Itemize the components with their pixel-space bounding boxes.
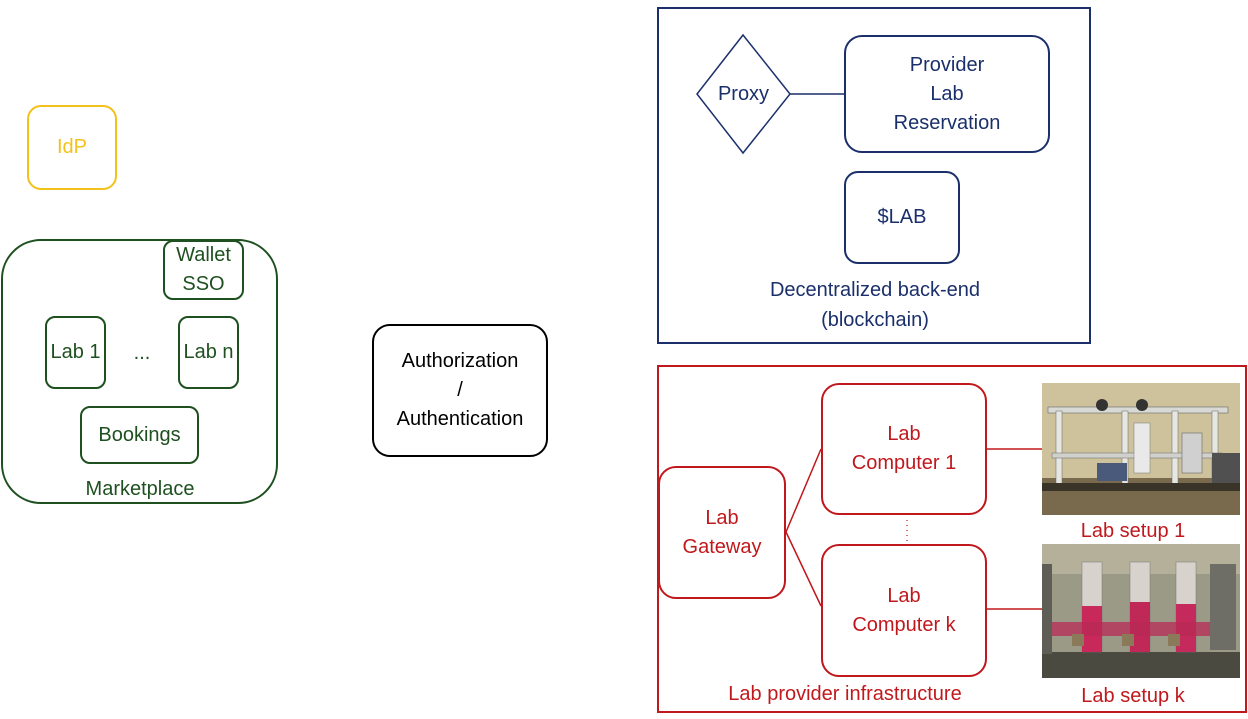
lab-gateway-box: Lab Gateway: [658, 466, 786, 599]
proxy-diamond: [696, 33, 791, 155]
lab-ellipsis-label: ...: [133, 341, 151, 364]
lab-token-label: $LAB: [877, 206, 927, 228]
marketplace-container: [1, 239, 278, 504]
idp-label: IdP: [56, 136, 88, 158]
bookings-box: Bookings: [80, 406, 199, 464]
infrastructure-caption: Lab provider infrastructure: [728, 683, 962, 705]
gateway-computerk-link: [785, 531, 822, 607]
auth-box: Authorization / Authentication: [372, 324, 548, 457]
auth-label: Authorization / Authentication: [396, 350, 524, 430]
lab-setup-1-caption: Lab setup 1: [1080, 520, 1186, 542]
lab-setup-1-drawing: [1042, 383, 1240, 515]
lab-1-box: Lab 1: [45, 316, 106, 389]
backend-caption: Decentralized back-end (blockchain): [769, 279, 981, 331]
lab-computer-k-label: Lab Computer k: [852, 584, 956, 636]
provider-lab-reservation-label: Provider Lab Reservation: [893, 53, 1001, 134]
idp-box: IdP: [27, 105, 117, 190]
gateway-computer1-link: [785, 448, 822, 533]
marketplace-caption: Marketplace: [85, 478, 195, 500]
lab-computer-1-box: Lab Computer 1: [821, 383, 987, 515]
lab-n-label: Lab n: [183, 341, 234, 363]
backend-container: [657, 7, 1091, 344]
wallet-sso-box: Wallet SSO: [163, 240, 244, 300]
lab-computer-k-box: Lab Computer k: [821, 544, 987, 677]
lab-ellipsis: ...: [120, 338, 164, 368]
lab-setup-k-caption: Lab setup k: [1081, 685, 1185, 707]
lab-n-box: Lab n: [178, 316, 239, 389]
lab-1-label: Lab 1: [50, 341, 101, 363]
proxy-label-wrap: Proxy: [697, 79, 790, 109]
lab-token-box: $LAB: [844, 171, 960, 264]
lab-setup-k-drawing: [1042, 544, 1240, 678]
wallet-sso-label: Wallet SSO: [176, 244, 231, 295]
provider-lab-reservation-box: Provider Lab Reservation: [844, 35, 1050, 153]
lab-computer-1-label: Lab Computer 1: [851, 423, 957, 474]
bookings-label: Bookings: [98, 423, 181, 446]
lab-gateway-label: Lab Gateway: [682, 506, 762, 558]
proxy-label: Proxy: [717, 82, 770, 105]
lab-setup-1-photo: [1042, 383, 1240, 515]
lab-setup-k-photo: [1042, 544, 1240, 678]
